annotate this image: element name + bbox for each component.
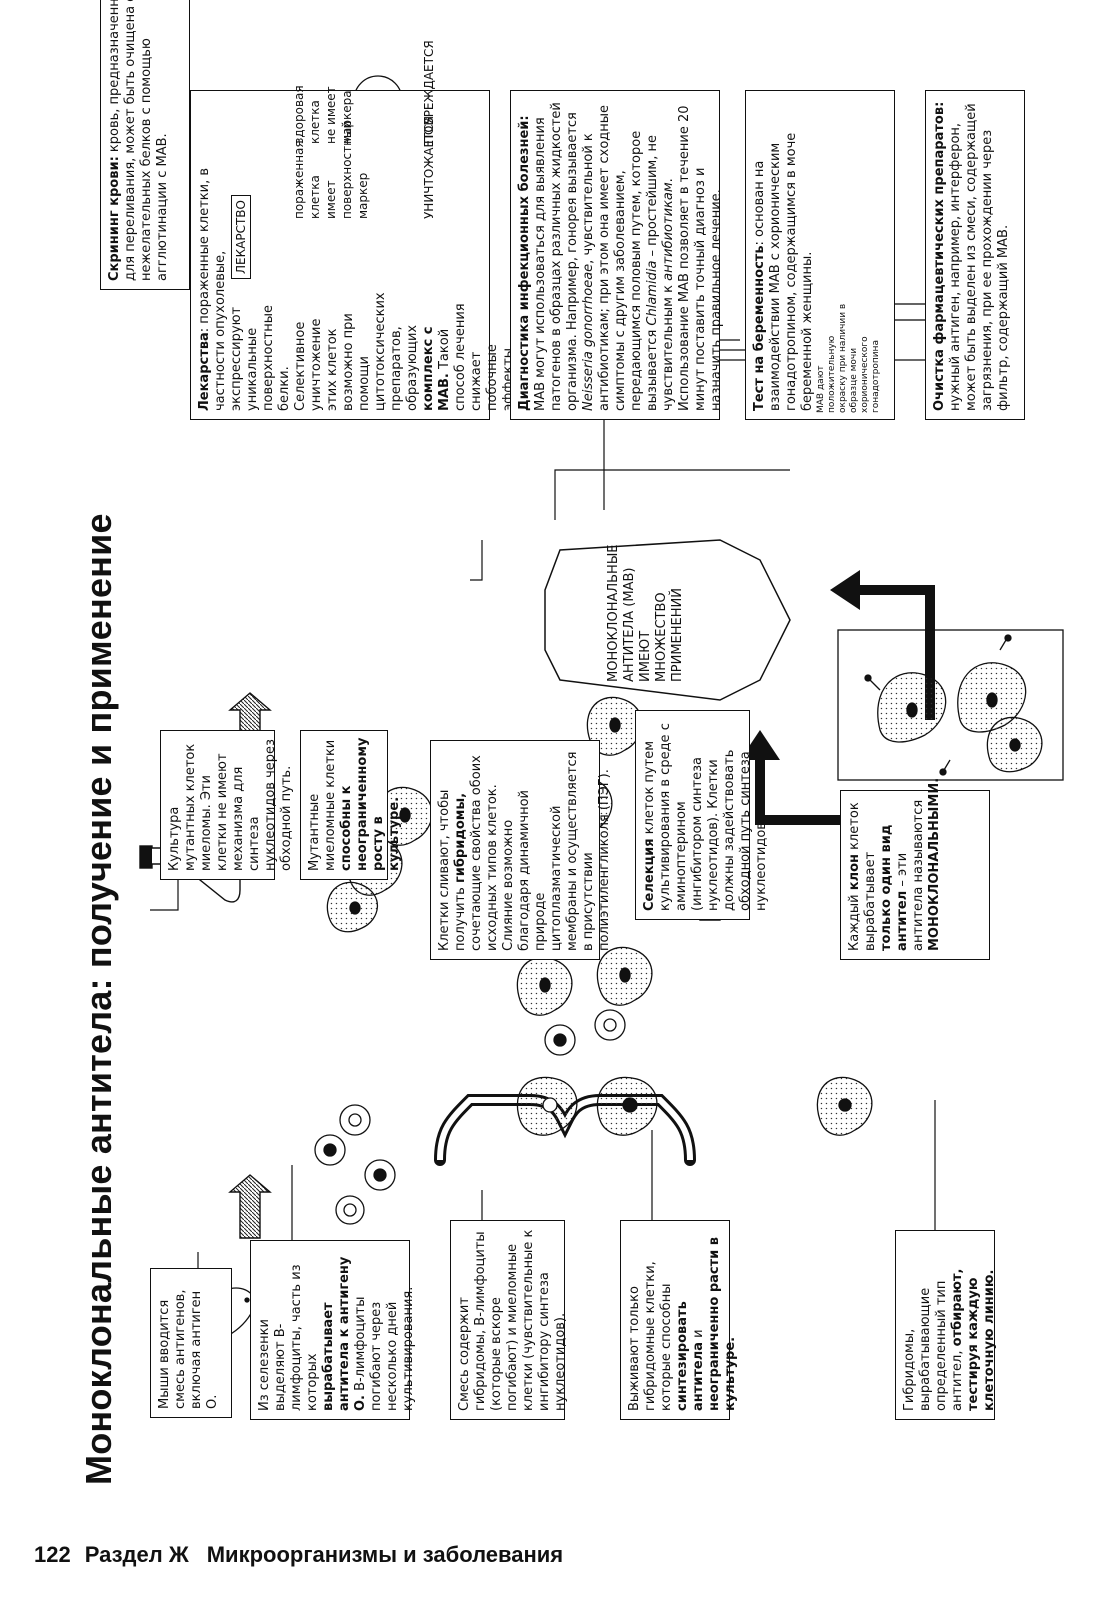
step-selection-text-a: Селекция — [642, 838, 657, 911]
drug-label: ЛЕКАРСТВО — [231, 195, 251, 279]
cell-infected-label: пораженная клетка имеет поверхностный ма… — [292, 120, 370, 219]
preg-small-note: МАВ дают положительную окраску при налич… — [816, 303, 881, 413]
step-mouse-injection: Мыши вводится смесь антигенов, включая а… — [150, 1268, 232, 1418]
section-label: Раздел Ж — [84, 1542, 189, 1567]
rotated-page-content: Моноклональные антитела: получение и при… — [78, 0, 1064, 1485]
app-diag-species-3: антибиотикам — [661, 182, 676, 281]
app-drugs-text-2: экспрессируют уникальные поверхностные б… — [229, 292, 420, 411]
app-drugs: Лекарства: пораженные клетки, в частност… — [190, 40, 548, 420]
step-b-lymphocytes-text-a: Из селезенки выделяют В-лимфоциты, часть… — [257, 1264, 320, 1411]
step-survivors-text-c: и — [691, 1329, 706, 1342]
step-mouse-injection-text: Мыши вводится смесь антигенов, включая а… — [157, 1289, 220, 1409]
step-hybrid-mix: Смесь содержит гибридомы, В-лимфоциты (к… — [450, 1220, 568, 1420]
page-number: 122 — [34, 1542, 71, 1567]
center-label: МОНОКЛОНАЛЬНЫЕ АНТИТЕЛА (МАВ) ИМЕЮТ МНОЖ… — [600, 544, 710, 690]
step-clone-text-b: клон — [847, 853, 862, 891]
step-fusion: Клетки сливают, чтобы получить гибридомы… — [430, 740, 612, 960]
app-diag-species-1: Neisseria gonorrhoeae — [581, 263, 596, 411]
app-purif-text: нужный антиген, например, интерферон, мо… — [948, 103, 1011, 411]
app-preg-title: Тест на беременность — [752, 245, 767, 411]
step-b-lymphocytes: Из селезенки выделяют В-лимфоциты, часть… — [250, 1240, 416, 1420]
center-label-text: МОНОКЛОНАЛЬНЫЕ АНТИТЕЛА (МАВ) ИМЕЮТ МНОЖ… — [606, 544, 685, 682]
center-octagon — [544, 539, 791, 701]
app-diag-species-2: Chlamidia — [645, 260, 660, 326]
step-selection-text-b: клеток путем культивирования в среде с а… — [642, 723, 769, 911]
not-damaged-label: ПОВРЕЖДАЕТСЯ — [422, 40, 436, 144]
destroyed-label: УНИЧТОЖАЕТСЯ — [422, 115, 436, 219]
step-hybrid-mix-text: Смесь содержит гибридомы, В-лимфоциты (к… — [457, 1229, 568, 1411]
clone-cells — [837, 629, 1064, 781]
step-myeloma-growth-text-a: Мутантные миеломные клетки — [307, 739, 338, 871]
app-blood-title: Скрининг крови: — [107, 156, 122, 281]
step-selection-testing: Гибридомы, вырабатывающие определенный т… — [895, 1230, 997, 1420]
step-b-lymphocytes-text-c: В-лимфоциты погибают через несколько дне… — [353, 1286, 416, 1411]
step-clone-text-a: Каждый — [847, 890, 862, 951]
fusion-mix-cells — [516, 946, 658, 1136]
app-pregnancy-test: Тест на беременность: основан на взаимод… — [745, 90, 895, 420]
step-myeloma-culture-text: Культура мутантных клеток миеломы. Эти к… — [167, 739, 294, 871]
step-myeloma-culture: Культура мутантных клеток миеломы. Эти к… — [160, 730, 294, 880]
step-survivors: Выживают только гибридомные клетки, кото… — [620, 1220, 738, 1420]
step-survivors-text-a: Выживают только гибридомные клетки, кото… — [627, 1261, 674, 1411]
app-blood-screening: Скрининг крови: кровь, предназначенная д… — [100, 0, 190, 290]
step-selection: Селекция клеток путем культивирования в … — [635, 710, 769, 920]
page-footer: 122 Раздел Ж Микроорганизмы и заболевания — [34, 1542, 563, 1568]
step-fusion-text-c: сочетающие свойства обоих исходных типов… — [469, 751, 612, 951]
app-purif-title: Очистка фармацевтических препаратов: — [932, 101, 947, 411]
chapter-label: Микроорганизмы и заболевания — [206, 1542, 564, 1567]
step-survivors-text-b: синтезировать антитела — [675, 1301, 706, 1411]
step-monoclonal-clone: Каждый клон клеток вырабатывает только о… — [840, 778, 990, 960]
app-pharma-purification: Очистка фармацевтических препаратов: нуж… — [925, 90, 1025, 420]
step-clone-text-f: МОНОКЛОНАЛЬНЫМИ. — [927, 777, 942, 951]
app-drugs-title: Лекарства — [197, 332, 212, 411]
b-lymphocytes — [314, 1104, 396, 1225]
step-fusion-text-b: гибридомы, — [453, 792, 468, 884]
step-myeloma-growth: Мутантные миеломные клетки способны к не… — [300, 730, 402, 880]
app-diag-title: Диагностика инфекционных болезней: — [517, 115, 532, 411]
app-diag-text-1: МАВ могут использоваться для выявления п… — [533, 102, 580, 411]
cell-healthy-label: здоровая клетка не имеет маркера — [292, 85, 354, 144]
app-diagnostics: Диагностика инфекционных болезней: МАВ м… — [510, 90, 724, 420]
